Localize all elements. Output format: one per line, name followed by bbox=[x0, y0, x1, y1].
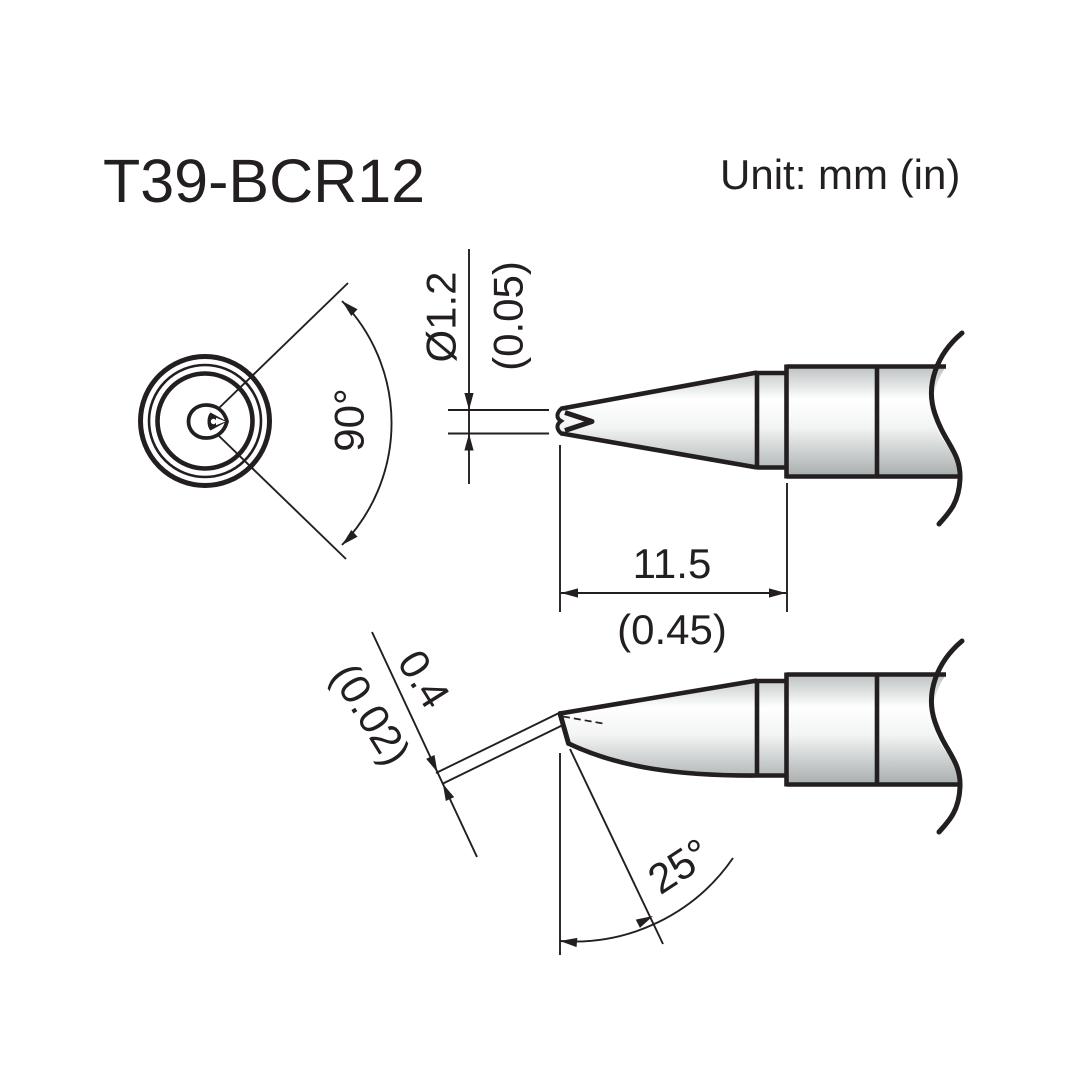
tip-notch bbox=[564, 410, 595, 433]
hidden-groove-line bbox=[562, 715, 604, 725]
page-title: T39-BCR12 bbox=[103, 147, 425, 215]
tip-body-top-outline bbox=[561, 364, 958, 479]
end-view: 90° bbox=[138, 282, 393, 560]
length-in-label: (0.45) bbox=[617, 606, 727, 653]
side-view-top: Ø1.2 (0.05) 11.5 (0.45) bbox=[418, 249, 965, 653]
length-dimension: 11.5 (0.45) bbox=[559, 445, 788, 653]
unit-label: Unit: mm (in) bbox=[720, 151, 960, 198]
bevel-face bbox=[557, 711, 571, 746]
angle-90-dimension: 90° bbox=[218, 282, 393, 560]
end-view-circles bbox=[138, 354, 272, 488]
angle-25-dimension: 25° bbox=[559, 748, 734, 955]
diameter-mm-label: Ø1.2 bbox=[418, 271, 465, 362]
diameter-in-label: (0.05) bbox=[485, 261, 532, 371]
tip-body-bottom-outline bbox=[559, 672, 958, 787]
edge-width-dimension: 0.4 (0.02) bbox=[322, 631, 565, 858]
angle-90-label: 90° bbox=[326, 388, 373, 452]
break-line bbox=[929, 330, 965, 527]
edge-width-mm-label: 0.4 bbox=[389, 642, 460, 716]
tip-cross-section bbox=[186, 403, 229, 440]
break-line bbox=[929, 638, 965, 835]
length-mm-label: 11.5 bbox=[633, 540, 712, 587]
side-view-bottom: 0.4 (0.02) 25° bbox=[322, 631, 965, 955]
tip-face bbox=[555, 405, 565, 437]
angle-25-label: 25° bbox=[640, 829, 719, 903]
diameter-dimension: Ø1.2 (0.05) bbox=[418, 249, 549, 484]
